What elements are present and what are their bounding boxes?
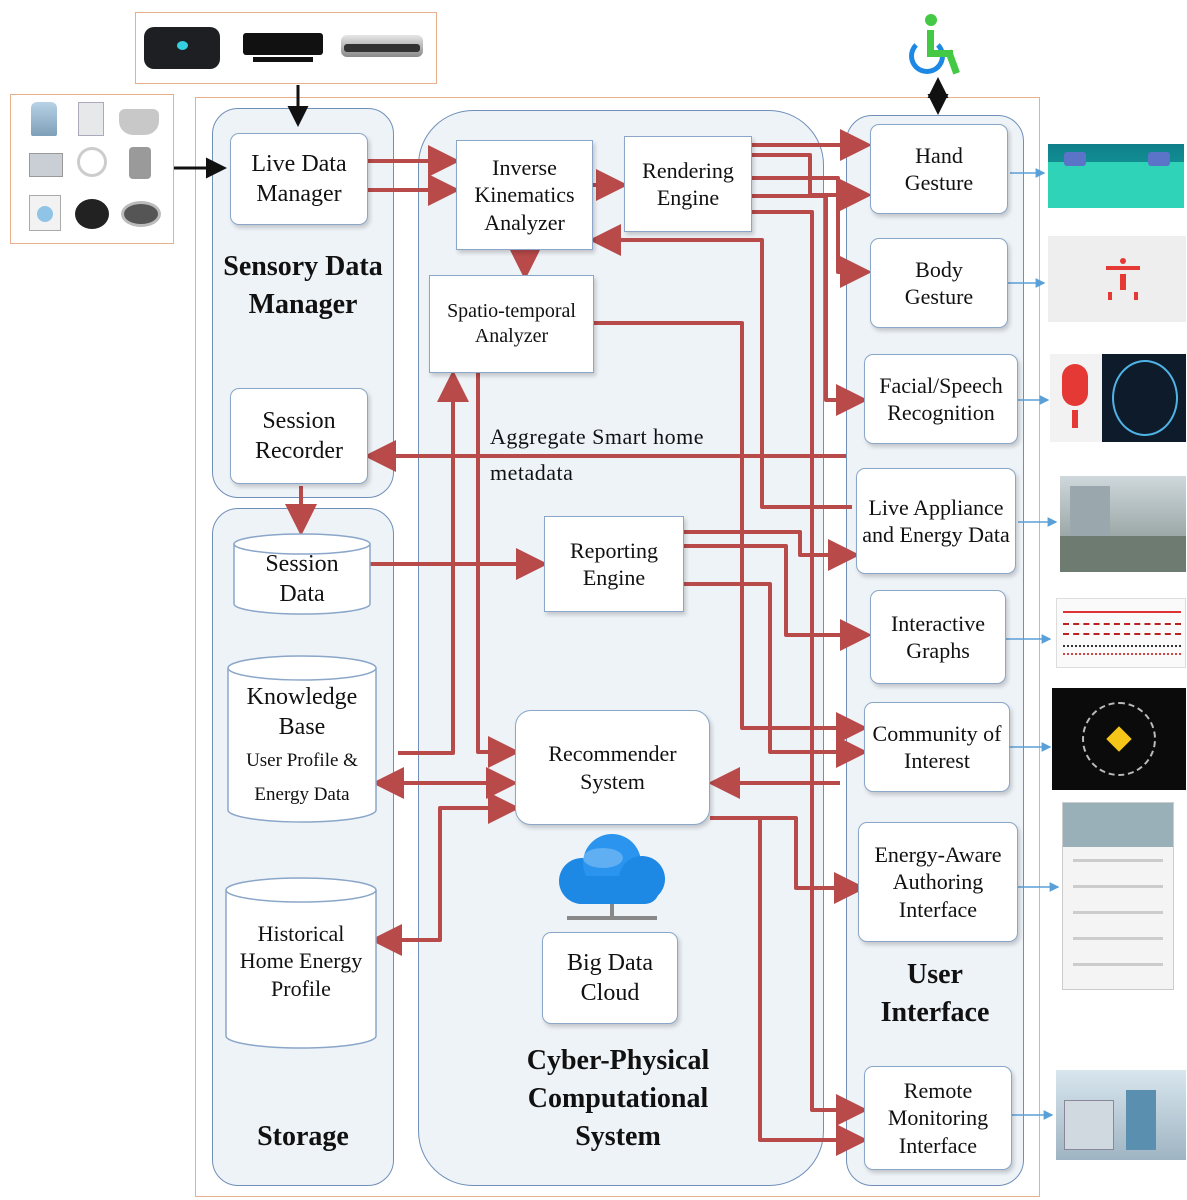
body-gesture-preview xyxy=(1048,236,1186,322)
sensor-devices-box xyxy=(135,12,437,84)
remote-monitoring-preview xyxy=(1056,1070,1186,1160)
reporting-engine-node: Reporting Engine xyxy=(544,516,684,612)
live-data-manager-node: Live Data Manager xyxy=(230,133,368,225)
live-appliance-node: Live Appliance and Energy Data xyxy=(856,468,1016,574)
dishwasher-icon xyxy=(29,153,63,177)
storage-panel xyxy=(212,508,394,1186)
hand-gesture-preview xyxy=(1048,144,1184,208)
session-data-cylinder xyxy=(233,533,371,615)
interactive-graphs-node: Interactive Graphs xyxy=(870,590,1006,684)
sensory-section-title: Sensory Data Manager xyxy=(223,251,383,320)
aggregate-label-1: Aggregate Smart home xyxy=(490,424,705,449)
knowledge-base-sub-2: Energy Data xyxy=(254,784,350,805)
remote-monitoring-node: Remote Monitoring Interface xyxy=(864,1066,1012,1170)
washing-machine-icon xyxy=(29,195,61,231)
system-outline xyxy=(195,97,1040,1197)
community-preview xyxy=(1052,688,1186,790)
body-gesture-node: Body Gesture xyxy=(870,238,1008,328)
aggregate-label-2: metadata xyxy=(490,460,574,485)
live-appliance-preview xyxy=(1060,476,1186,572)
authoring-node: Energy-Aware Authoring Interface xyxy=(858,822,1018,942)
pot-icon xyxy=(119,109,159,135)
mixer-icon xyxy=(77,147,107,177)
authoring-preview xyxy=(1062,802,1174,990)
appliances-box xyxy=(10,94,174,244)
kinect-sensor-icon xyxy=(243,33,323,62)
knowledge-base-cylinder xyxy=(227,655,377,823)
cps-section-title: Cyber-Physical Computational System xyxy=(526,1045,710,1152)
knowledge-base-label: Knowledge Base xyxy=(246,684,358,740)
historical-cylinder xyxy=(225,877,377,1049)
facial-speech-preview xyxy=(1050,354,1186,442)
session-recorder-node: Session Recorder xyxy=(230,388,368,484)
ui-section-title: User Interface xyxy=(880,959,990,1028)
interactive-graphs-preview xyxy=(1056,598,1186,668)
hand-gesture-node: Hand Gesture xyxy=(870,124,1008,214)
fridge-icon xyxy=(78,102,104,136)
frying-pan-icon xyxy=(75,199,109,229)
sensor-device-icon xyxy=(144,27,220,69)
grinder-icon xyxy=(129,147,151,179)
leap-motion-icon xyxy=(341,35,423,57)
big-data-cloud-node: Big Data Cloud xyxy=(542,932,678,1024)
cloud-server-icon xyxy=(553,828,669,928)
historical-label: Historical Home Energy Profile xyxy=(239,920,363,1001)
rendering-engine-node: Rendering Engine xyxy=(624,136,752,232)
community-node: Community of Interest xyxy=(864,702,1010,792)
knowledge-base-sub-1: User Profile & xyxy=(246,750,358,771)
recommender-system-node: Recommender System xyxy=(515,710,710,825)
session-data-label: Session Data xyxy=(265,551,339,607)
ik-analyzer-node: Inverse Kinematics Analyzer xyxy=(456,140,593,250)
griddle-icon xyxy=(121,201,161,227)
storage-section-title: Storage xyxy=(257,1121,349,1152)
facial-speech-node: Facial/Speech Recognition xyxy=(864,354,1018,444)
wheelchair-icon xyxy=(905,12,977,80)
blender-icon xyxy=(31,102,57,136)
spatio-temporal-node: Spatio-temporal Analyzer xyxy=(429,275,594,373)
